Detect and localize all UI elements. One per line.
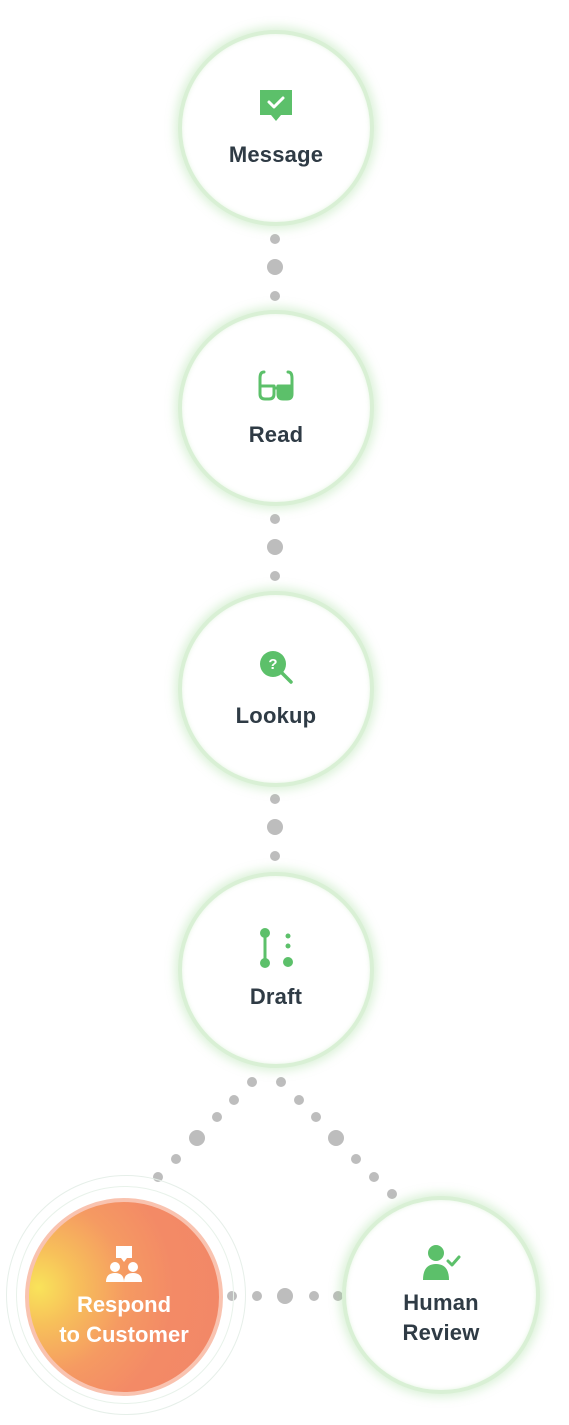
connector-dot	[369, 1172, 379, 1182]
connector-dot	[333, 1291, 343, 1301]
node-lookup[interactable]: ? Lookup	[178, 591, 374, 787]
connector-dot	[229, 1095, 239, 1105]
connector-dot	[277, 1288, 293, 1304]
connector-dot	[328, 1130, 344, 1146]
node-label: Message	[228, 142, 324, 167]
connector-dot	[247, 1077, 257, 1087]
connector-dot	[212, 1112, 222, 1122]
node-human-review[interactable]: Human Review	[342, 1196, 540, 1394]
connector-dot	[267, 259, 283, 275]
connector-dot	[189, 1130, 205, 1146]
node-read[interactable]: Read	[178, 310, 374, 506]
connector-dot	[267, 539, 283, 555]
connector-dot	[309, 1291, 319, 1301]
search-question-icon: ?	[256, 647, 296, 687]
node-message[interactable]: Message	[178, 30, 374, 226]
connector-dot	[270, 851, 280, 861]
glasses-icon	[256, 366, 296, 406]
message-check-icon	[256, 86, 296, 126]
connector-dot	[276, 1077, 286, 1087]
connector-dot	[270, 571, 280, 581]
connector-dot	[270, 291, 280, 301]
node-label-line2: Review	[402, 1320, 480, 1345]
node-respond-to-customer[interactable]: Respond to Customer	[25, 1198, 223, 1396]
connector-dot	[270, 514, 280, 524]
connector-dot	[387, 1189, 397, 1199]
node-label-line2: to Customer	[59, 1322, 189, 1347]
connector-dot	[252, 1291, 262, 1301]
node-label: Lookup	[235, 703, 317, 728]
user-check-icon	[421, 1242, 461, 1282]
halo-ring	[6, 1175, 246, 1415]
node-draft[interactable]: Draft	[178, 872, 374, 1068]
connector-dot	[351, 1154, 361, 1164]
branch-icon	[256, 928, 296, 968]
node-label-line1: Human	[403, 1290, 479, 1315]
connector-dot	[153, 1172, 163, 1182]
connector-dot	[270, 794, 280, 804]
connector-dot	[171, 1154, 181, 1164]
customer-support-icon	[104, 1244, 144, 1284]
node-label-line1: Respond	[76, 1292, 172, 1317]
node-label: Read	[248, 422, 304, 447]
connector-dot	[267, 819, 283, 835]
svg-text:?: ?	[268, 656, 277, 673]
connector-dot	[294, 1095, 304, 1105]
connector-dot	[311, 1112, 321, 1122]
node-label: Draft	[249, 984, 303, 1009]
halo-ring	[16, 1186, 234, 1404]
connector-dot	[270, 234, 280, 244]
